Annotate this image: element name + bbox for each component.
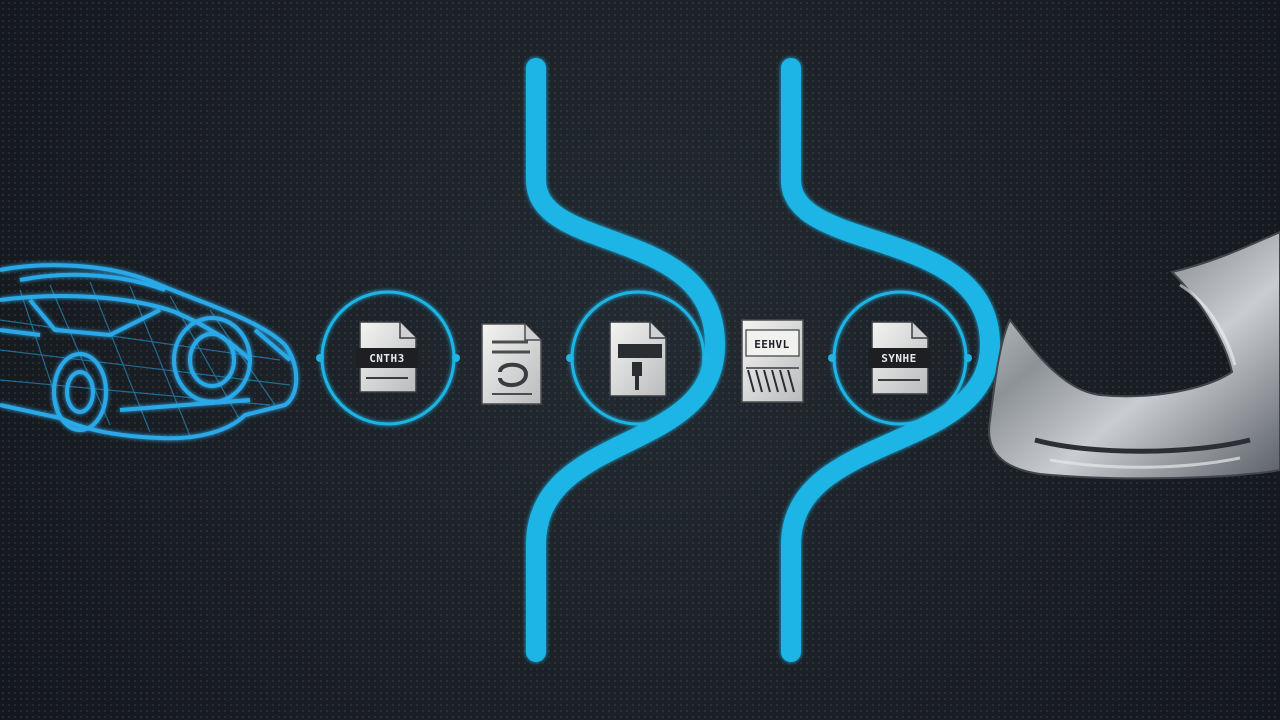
node-3 bbox=[566, 290, 710, 426]
node-4: EEHVL bbox=[741, 319, 804, 403]
node-1-label: CNTH3 bbox=[369, 352, 405, 365]
node-5: SYNHE bbox=[828, 290, 972, 426]
flow-pipe-right bbox=[781, 58, 1001, 662]
node-1: CNTH3 bbox=[316, 290, 460, 426]
car-wireframe-icon bbox=[0, 263, 299, 441]
node-5-label: SYNHE bbox=[881, 352, 917, 365]
car-wireframe-mesh bbox=[0, 281, 291, 437]
flow-pipe-left bbox=[526, 58, 726, 662]
document-lock-icon bbox=[609, 321, 667, 397]
document-icon bbox=[481, 323, 542, 405]
node-2 bbox=[481, 323, 542, 405]
node-4-label: EEHVL bbox=[754, 338, 790, 351]
document-icon: CNTH3 bbox=[356, 321, 418, 393]
metal-car-part-icon bbox=[988, 230, 1280, 480]
spreadsheet-icon: EEHVL bbox=[741, 319, 804, 403]
document-icon: SYNHE bbox=[868, 321, 930, 395]
